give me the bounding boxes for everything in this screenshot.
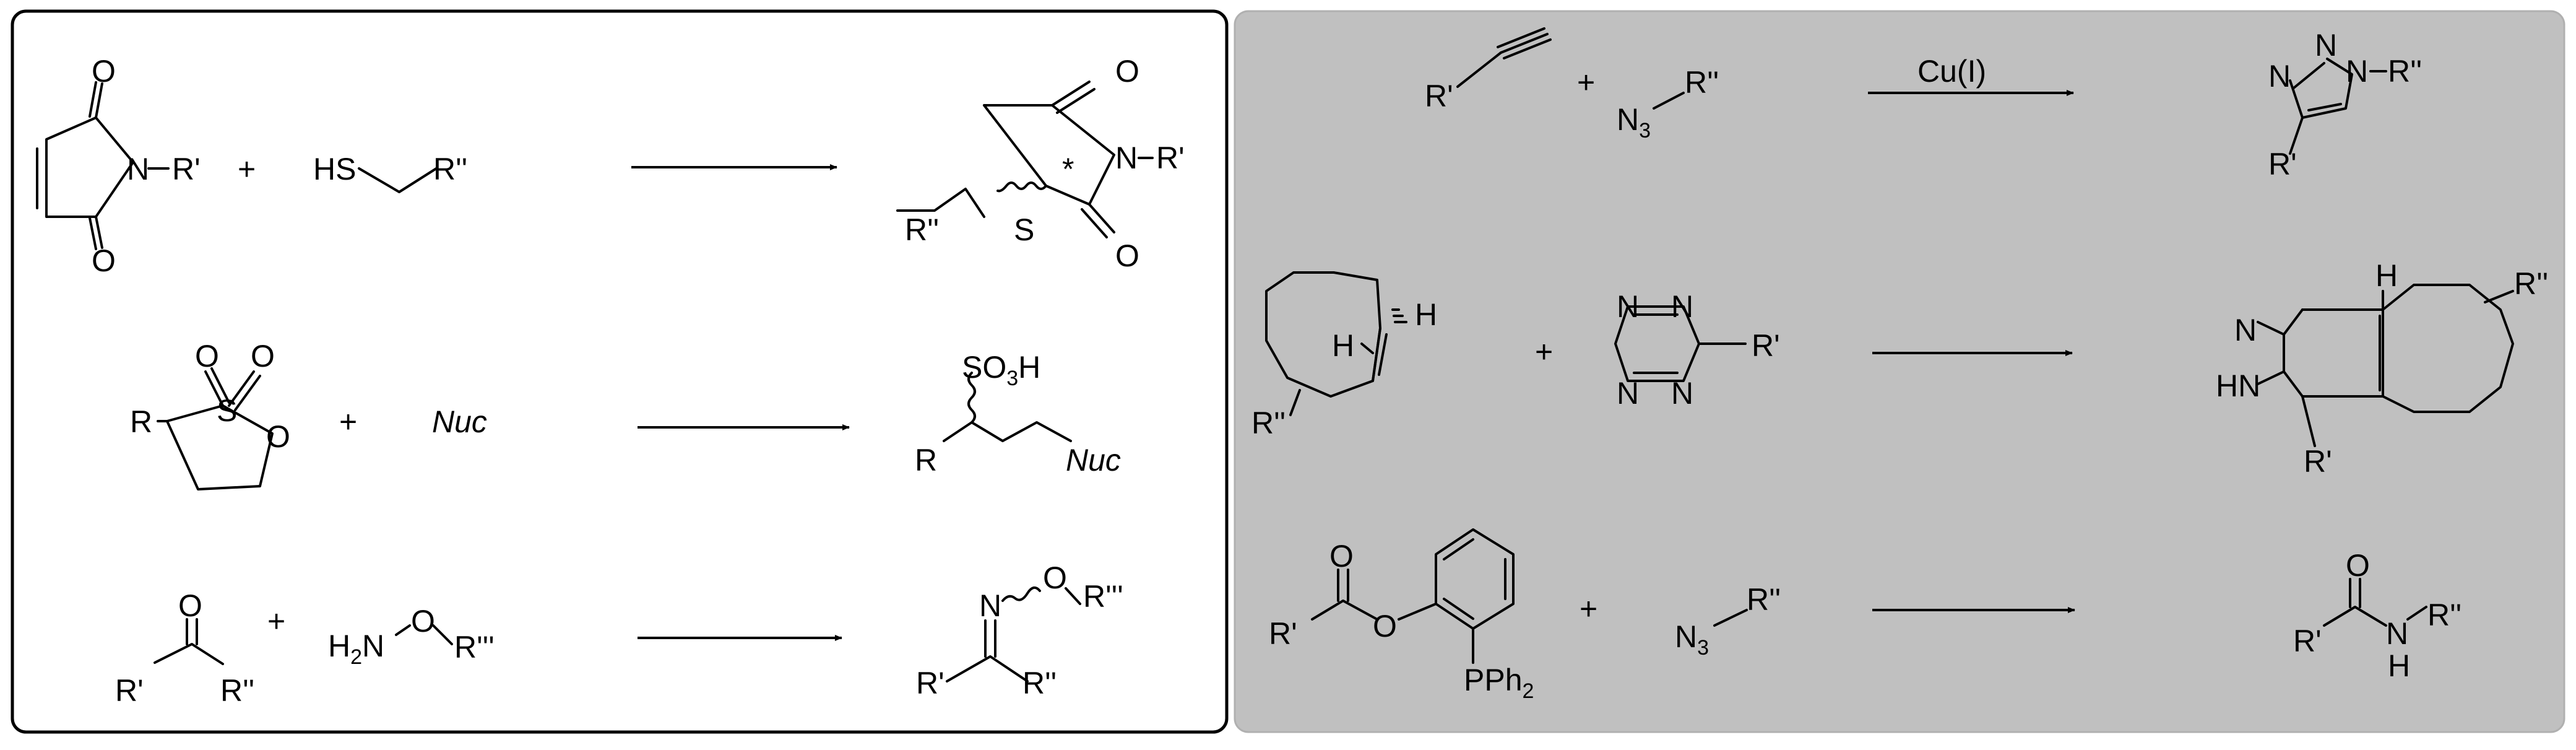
- reaction-thiol-maleimide: O N O R' + HS R'' O N O S R' R'' *: [36, 54, 1185, 278]
- triazole-n-top: N: [2315, 28, 2337, 63]
- left-panel: [11, 9, 1229, 734]
- alkyne-r: R': [1425, 79, 1453, 113]
- tco-h-left: H: [1332, 328, 1354, 363]
- sultone-s: S: [217, 393, 237, 428]
- alkoxyamine-structure: H2N O R''': [328, 604, 495, 669]
- maleimide-r: R': [172, 152, 201, 186]
- sultone-o-ring: O: [266, 419, 290, 454]
- triazole-r-n: R'': [2388, 54, 2422, 89]
- tetrazine-n1: N: [1617, 289, 1639, 324]
- thiol-r: R'': [433, 152, 467, 186]
- dihydropyridazine-structure: H N HN R'' R': [2216, 258, 2548, 479]
- ester-o-link: O: [1373, 609, 1397, 643]
- oxime-product-structure: N O R''' R' R'': [916, 560, 1123, 700]
- product-r-s: R'': [905, 212, 939, 247]
- azide-structure: N3 R'': [1617, 65, 1719, 142]
- maleimide-o-bottom: O: [92, 243, 116, 278]
- product-r-ring: R'': [2514, 266, 2548, 301]
- carbonyl-structure: O R' R'': [115, 588, 254, 708]
- sultone-r: R: [130, 404, 152, 439]
- product-r-c: R': [2304, 444, 2332, 479]
- amide-h: H: [2388, 648, 2410, 683]
- maleimide-structure: O N O R': [36, 54, 201, 278]
- trans-cyclooctene-structure: H H R'': [1251, 271, 1437, 440]
- sulfonic-acid-group: SO3H: [962, 350, 1040, 390]
- tco-r: R'': [1251, 406, 1286, 440]
- product-o-top: O: [1115, 54, 1139, 89]
- product-r: R: [915, 443, 937, 477]
- triazole-n-left: N: [2268, 59, 2291, 94]
- azide-n3: N3: [1675, 619, 1709, 660]
- plus-sign: +: [238, 152, 256, 186]
- oxime-r-left: R': [916, 666, 944, 700]
- carbonyl-r-left: R': [115, 673, 144, 708]
- tetrazine-n4: N: [1671, 376, 1693, 411]
- reaction-tetrazine-tco: H H R'' + N N N N R' H N: [1251, 258, 2548, 479]
- sultone-o1: O: [195, 339, 219, 373]
- plus-sign: +: [339, 404, 357, 439]
- reaction-staudinger-ligation: O O R' PPh2 + N3 R'' O N H R' R'': [1269, 528, 2461, 703]
- triazole-structure: N N N R'' R': [2268, 28, 2422, 181]
- alkoxyamine-h2n: H2N: [328, 629, 384, 669]
- thiol-hs: HS: [313, 152, 356, 186]
- azide-r: R'': [1747, 582, 1781, 617]
- sultone-structure: O O S O R: [130, 339, 290, 491]
- product-o-bottom: O: [1115, 238, 1139, 273]
- ester-o-carbonyl: O: [1329, 539, 1354, 573]
- plus-sign: +: [267, 604, 285, 639]
- product-n: N: [2234, 313, 2257, 347]
- reaction-cuaac: R' + N3 R'' Cu(I) N N N R'' R': [1425, 27, 2422, 181]
- azide-r: R'': [1685, 65, 1719, 100]
- amide-r-right: R'': [2427, 598, 2461, 632]
- phosphino-ester-structure: O O R' PPh2: [1269, 528, 1534, 703]
- tetrazine-n3: N: [1617, 376, 1639, 411]
- tco-h-right: H: [1415, 297, 1437, 332]
- plus-sign: +: [1577, 65, 1595, 100]
- reaction-oxime-ligation: O R' R'' + H2N O R''' N O R''' R' R'': [115, 560, 1123, 708]
- phosphine-label: PPh2: [1464, 663, 1534, 703]
- reaction-sultone-opening: O O S O R + Nuc SO3H R Nuc: [130, 339, 1121, 491]
- oxime-n: N: [979, 588, 1001, 623]
- product-r-n: R': [1156, 141, 1185, 175]
- maleimide-n: N: [127, 152, 149, 186]
- stereo-mark: *: [1062, 152, 1074, 186]
- sulfonic-acid-product-structure: SO3H R Nuc: [915, 350, 1121, 477]
- alkoxyamine-o: O: [411, 604, 435, 639]
- amide-o: O: [2346, 548, 2370, 583]
- product-h: H: [2375, 258, 2398, 293]
- tetrazine-r: R': [1752, 328, 1780, 363]
- oxime-o: O: [1043, 560, 1067, 595]
- triazole-n-right: N: [2346, 54, 2368, 89]
- nucleophile-label: Nuc: [432, 404, 487, 439]
- amide-r-left: R': [2293, 624, 2322, 658]
- maleimide-o-top: O: [92, 54, 116, 89]
- carbonyl-o: O: [178, 588, 202, 623]
- plus-sign: +: [1580, 591, 1597, 626]
- alkyne-structure: R': [1425, 27, 1552, 113]
- amide-n: N: [2386, 616, 2408, 651]
- amide-structure: O N H R' R'': [2293, 548, 2461, 683]
- ester-r: R': [1269, 616, 1297, 651]
- product-hn: HN: [2216, 368, 2260, 403]
- alkoxyamine-r: R''': [454, 630, 495, 665]
- product-nuc: Nuc: [1066, 443, 1121, 477]
- plus-sign: +: [1535, 334, 1553, 369]
- thiol-structure: HS R'': [313, 152, 467, 193]
- right-panel: [1234, 10, 2565, 733]
- tetrazine-structure: N N N N R': [1614, 289, 1780, 411]
- tetrazine-n2: N: [1671, 289, 1693, 324]
- sultone-o2: O: [251, 339, 275, 373]
- azide-structure: N3 R'': [1675, 582, 1781, 660]
- catalyst-label: Cu(I): [1917, 54, 1986, 89]
- triazole-r-c: R': [2268, 147, 2297, 181]
- product-s: S: [1014, 212, 1034, 247]
- product-n: N: [1115, 141, 1138, 175]
- oxime-r-right: R'': [1022, 666, 1057, 700]
- carbonyl-r-right: R'': [220, 673, 254, 708]
- oxime-r-o: R''': [1083, 579, 1123, 614]
- thiosuccinimide-structure: O N O S R' R'' *: [896, 54, 1185, 273]
- azide-n3: N3: [1617, 102, 1651, 142]
